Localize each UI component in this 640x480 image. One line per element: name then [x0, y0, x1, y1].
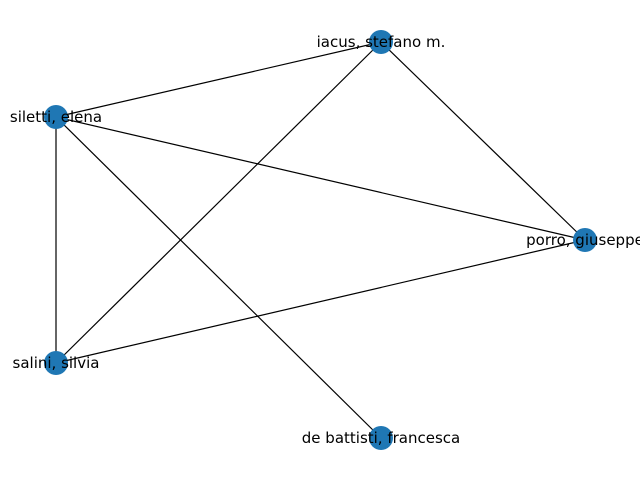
node-salini — [44, 351, 68, 375]
node-debattisti — [369, 426, 393, 450]
edge-salini-porro — [55, 239, 586, 364]
edge-siletti-porro — [55, 116, 586, 241]
node-label-iacus: iacus, stefano m. — [317, 33, 446, 51]
edge-iacus-siletti — [55, 41, 382, 118]
edge-siletti-debattisti — [55, 116, 382, 439]
edges-layer — [55, 41, 586, 439]
edge-iacus-porro — [380, 41, 586, 241]
labels-layer: iacus, stefano m. siletti, elena porro, … — [10, 33, 640, 447]
node-iacus — [369, 30, 393, 54]
node-label-debattisti: de battisti, francesca — [302, 429, 460, 447]
node-label-porro: porro, giuseppe — [526, 231, 640, 249]
node-label-siletti: siletti, elena — [10, 108, 102, 126]
nodes-layer — [44, 30, 597, 450]
node-porro — [573, 228, 597, 252]
edge-iacus-salini — [55, 41, 382, 364]
node-label-salini: salini, silvia — [13, 354, 100, 372]
node-siletti — [44, 105, 68, 129]
